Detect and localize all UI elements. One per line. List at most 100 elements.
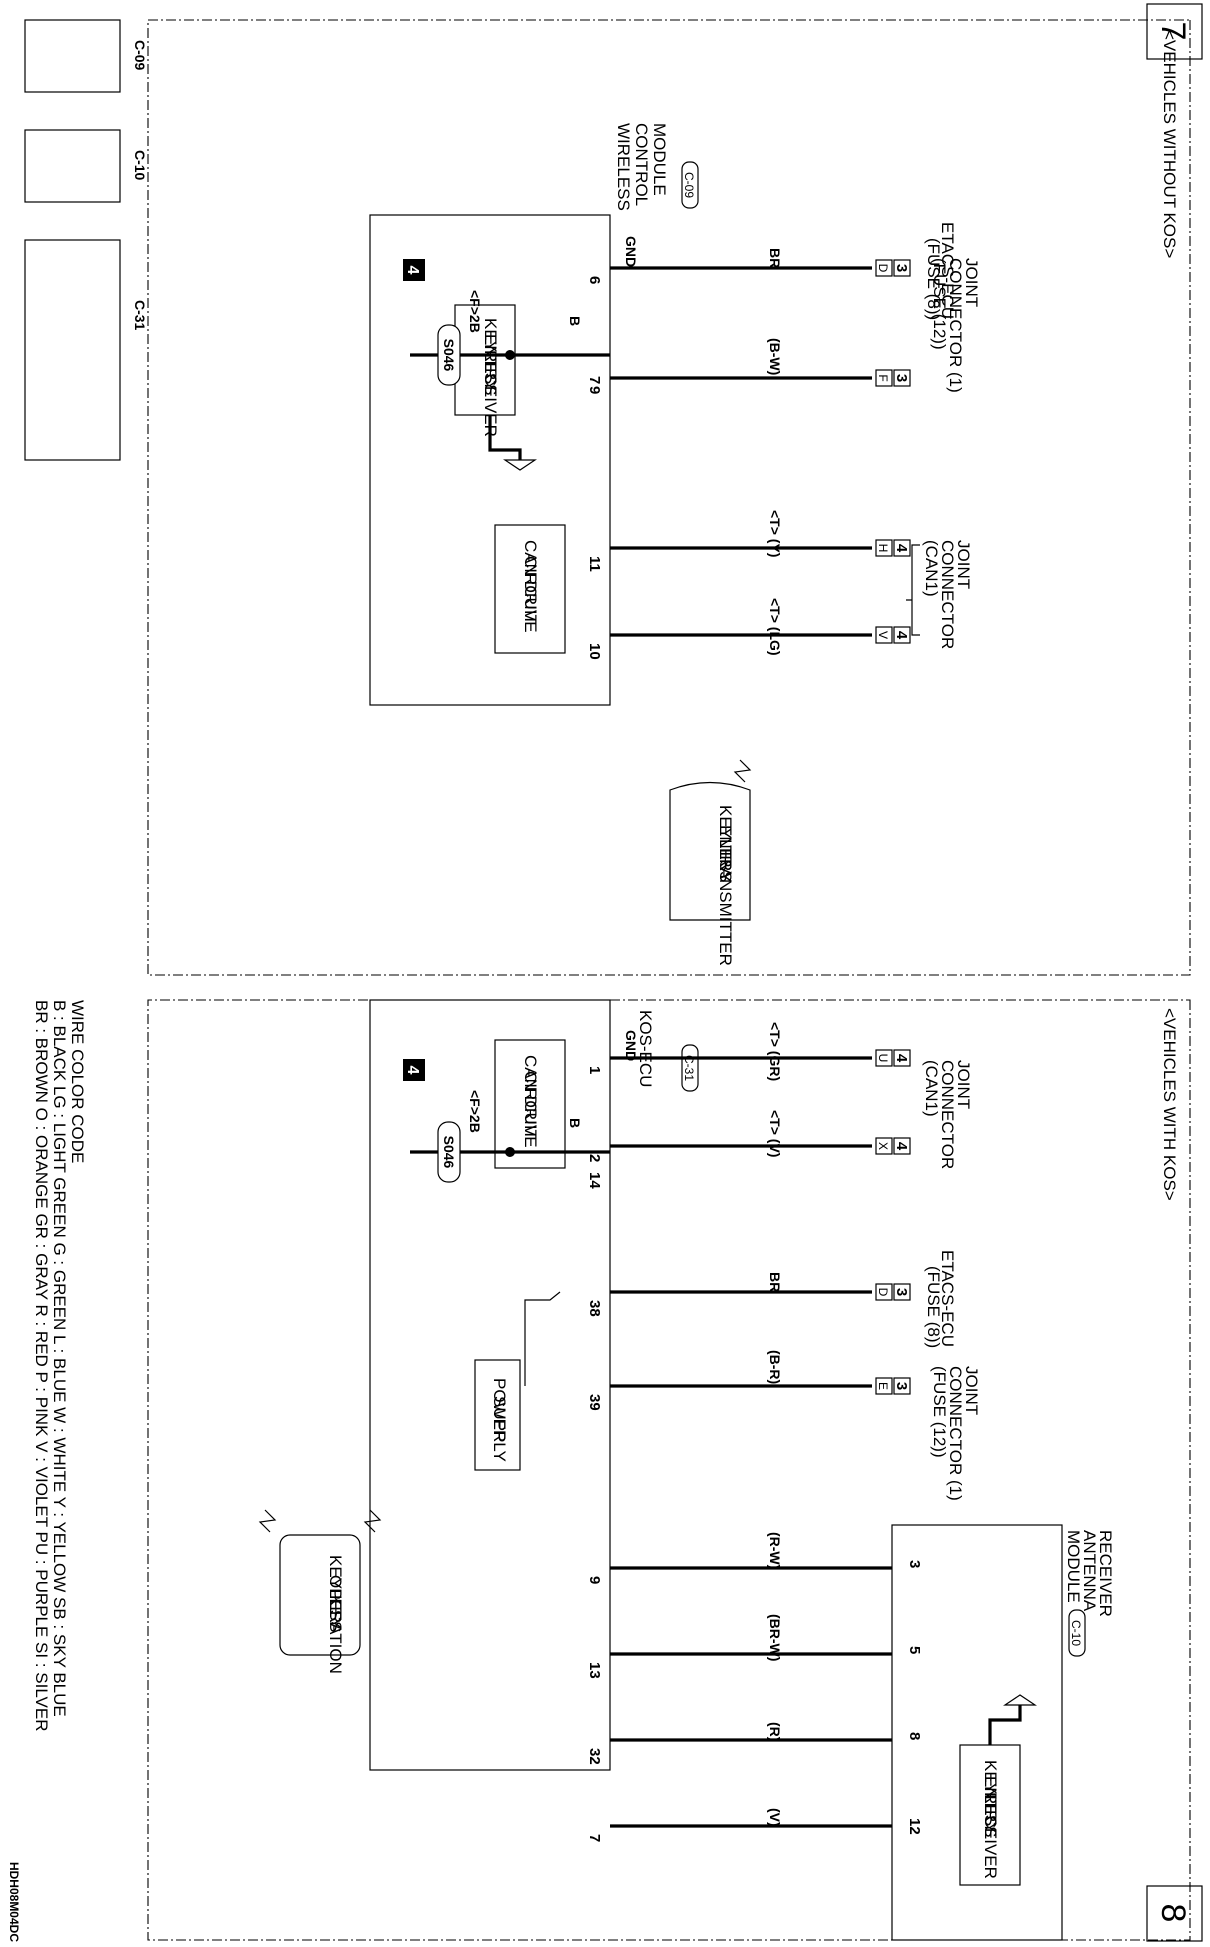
- connector-number-box: [893, 1283, 911, 1301]
- source-joint1-name: JOINT: [962, 1366, 981, 1415]
- transmitter-label-2: ENTRY: [716, 825, 735, 882]
- receiver-label: KEYLESS: [981, 1760, 1000, 1838]
- connector-outline: [24, 129, 121, 203]
- connector-letter-box: [875, 369, 893, 387]
- ground-left: 7 B S046 <F>2B 4: [403, 259, 610, 386]
- connector-letter-box: [875, 539, 893, 557]
- connector-outline: [24, 239, 121, 461]
- splice-label: S046: [441, 339, 457, 372]
- wire-color-label: (B-R): [767, 1350, 783, 1384]
- connector-number: 4: [893, 544, 910, 553]
- module-connector-badge: [681, 161, 699, 209]
- connector-letter-box: [875, 1049, 893, 1067]
- can-drive-label-2: CIRCUIT: [521, 1071, 540, 1140]
- antenna-pin: 3: [906, 1560, 923, 1568]
- receiver-antenna-module: RECEIVER ANTENNA MODULE C-10 KEYLESS ENT…: [891, 1524, 1115, 1941]
- source-etacs-name: ETACS-ECU: [938, 1250, 957, 1347]
- connector-number: 3: [893, 264, 910, 272]
- connector-letter-box: [875, 1377, 893, 1395]
- module-name: WIRELESS: [614, 123, 633, 211]
- module-box: [369, 214, 611, 706]
- page-number-left: 7: [1154, 22, 1192, 41]
- source-can-left: JOINT CONNECTOR (CAN1) 4 H 4 V: [875, 539, 973, 649]
- wire-color-label: BR: [767, 1272, 783, 1292]
- source-can-line2: CONNECTOR: [938, 1060, 957, 1169]
- transmitter-box: [669, 781, 751, 921]
- antenna-icon: [1003, 1694, 1037, 1706]
- power-supply-label: POWER: [490, 1378, 509, 1442]
- source-joint1-right: JOINT CONNECTOR (1) (FUSE (12)) 3 E: [875, 1366, 981, 1501]
- page-number-right: 8: [1154, 1904, 1192, 1923]
- can-drive-box: [494, 1039, 566, 1169]
- source-can-line3: (CAN1): [922, 540, 941, 597]
- antenna-module-name: RECEIVER: [1096, 1530, 1115, 1617]
- wire-color-label: <T> (V): [767, 1110, 783, 1157]
- page-number-box-left: [1146, 3, 1203, 60]
- receiver-label-3: RECEIVER: [481, 350, 500, 437]
- antenna-module-name-3: MODULE: [1064, 1530, 1083, 1603]
- source-can-line2: CONNECTOR: [938, 540, 957, 649]
- connector-number-box: [893, 626, 911, 644]
- source-joint1-fuse: (FUSE (12)): [930, 258, 949, 350]
- ground-right: 14 B S046 <F>2B 4: [403, 1059, 610, 1189]
- ground-number: 4: [404, 1066, 421, 1075]
- antenna-pin: 5: [906, 1646, 923, 1654]
- source-can-name: JOINT: [954, 1060, 973, 1109]
- wire-color-label: <T> (LG): [767, 598, 783, 656]
- signal-wave-icon: [363, 1509, 382, 1533]
- wire-color-code: WIRE COLOR CODE B : BLACK LG : LIGHT GRE…: [32, 1000, 87, 1732]
- can-bracket: [906, 544, 920, 636]
- ground-connector: <F>2B: [467, 1090, 483, 1133]
- can-drive-label-2: CIRCUIT: [521, 556, 540, 625]
- pin-number: 10: [586, 643, 603, 660]
- module-connector-label: C-09: [682, 172, 696, 198]
- source-can-right: JOINT CONNECTOR (CAN1) 4 U 4 X: [875, 1049, 973, 1169]
- source-etacs-fuse: (FUSE (8)): [924, 238, 943, 320]
- splice-dot: [505, 1147, 515, 1157]
- connector-face-label: C-31: [132, 300, 148, 331]
- connector-number-box: [893, 259, 911, 277]
- connector-number-box: [893, 1049, 911, 1067]
- wire-color-label: <T> (Y): [767, 510, 783, 557]
- power-supply-label-2: SUPPLY: [490, 1396, 509, 1462]
- wire-color-code-line2: BR : BROWN O : ORANGE GR : GRAY R : RED …: [32, 1000, 51, 1732]
- source-etacs-name: ETACS-ECU: [938, 222, 957, 319]
- splice-label: S046: [441, 1136, 457, 1169]
- receiver-antenna-lead: [988, 1705, 1022, 1745]
- wire-color-code-line1: B : BLACK LG : LIGHT GREEN G : GREEN L :…: [50, 1000, 69, 1717]
- connector-number-box: [893, 1377, 911, 1395]
- antenna-module-name-2: ANTENNA: [1080, 1530, 1099, 1612]
- connector-number-box: [893, 1137, 911, 1155]
- can-drive-label: CAN DRIVE: [521, 540, 540, 633]
- receiver-label: KEYLESS: [481, 318, 500, 396]
- figure-code: HDH08M04DC: [7, 1862, 21, 1942]
- connector-number: 3: [893, 1288, 910, 1296]
- source-can-line3: (CAN1): [922, 1060, 941, 1117]
- source-joint1-fuse: (FUSE (12)): [930, 1366, 949, 1458]
- section-frame-with-kos: [147, 999, 1191, 1941]
- page-number-box-right: [1146, 1885, 1203, 1942]
- pin-number: 39: [586, 1394, 603, 1411]
- module-connector-label: C-31: [682, 1055, 696, 1081]
- gnd-wire-color: B: [567, 316, 583, 326]
- pin-number: 9: [586, 386, 603, 394]
- key-label: KEYLESS: [326, 1555, 345, 1633]
- connector-number-box: [893, 369, 911, 387]
- source-joint1-line2: CONNECTOR (1): [946, 258, 965, 393]
- ground-connector: <F>2B: [467, 290, 483, 333]
- connector-outline: [24, 19, 121, 93]
- ground-number: 4: [404, 266, 421, 275]
- antenna-pin: 12: [906, 1818, 923, 1835]
- source-joint1-left: JOINT CONNECTOR (1) (FUSE (12)) 3 F: [875, 258, 981, 393]
- receiver-label-2: ENTRY: [481, 334, 500, 391]
- wire-color-code-title: WIRE COLOR CODE: [68, 1000, 87, 1163]
- receiver-label-3: RECEIVER: [981, 1792, 1000, 1879]
- connector-face-c10: C-10: [24, 129, 148, 203]
- source-joint1-line2: CONNECTOR (1): [946, 1366, 965, 1501]
- connector-face-c31: C-31: [24, 239, 148, 461]
- connector-letter: F: [876, 374, 890, 381]
- can-drive-box: [494, 524, 566, 654]
- diode-lead: [524, 1291, 561, 1386]
